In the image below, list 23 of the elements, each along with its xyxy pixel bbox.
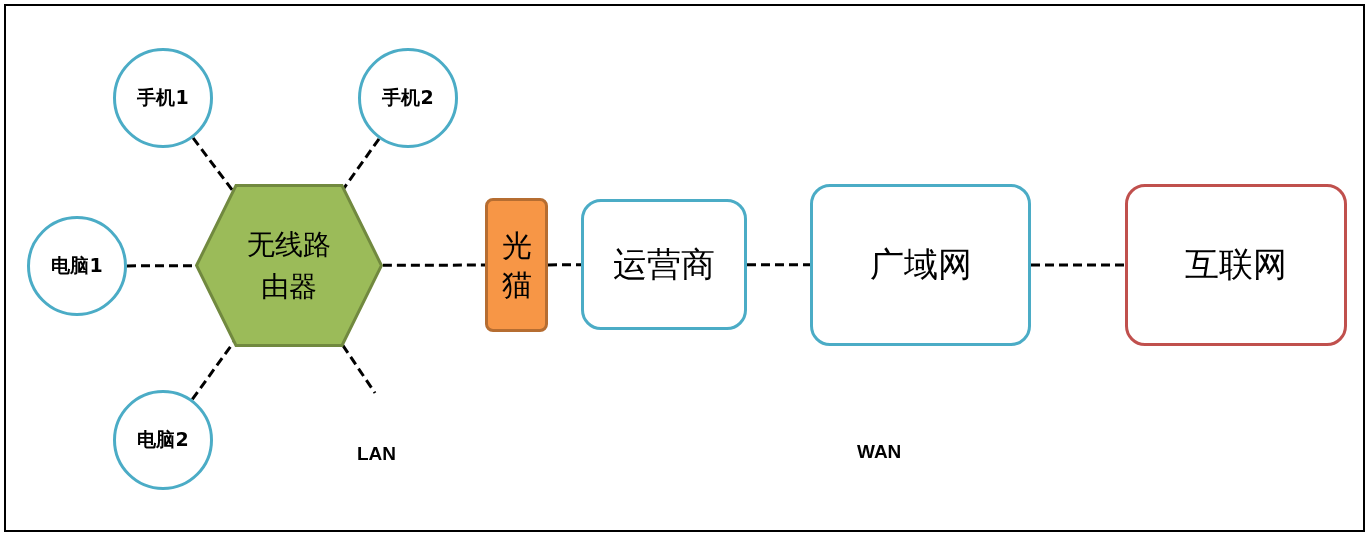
dashed-connector xyxy=(341,344,377,394)
node-label: 无线路由器 xyxy=(246,226,332,305)
network-box xyxy=(581,199,747,330)
dashed-connector xyxy=(342,137,381,189)
network-zone-label: WAN xyxy=(857,441,902,463)
node-label: 手机2 xyxy=(382,85,434,110)
node-label: 手机1 xyxy=(137,85,189,110)
node-label: 运营商 xyxy=(613,242,715,286)
network-box xyxy=(810,184,1031,346)
dashed-connector xyxy=(191,137,234,192)
node-label: 电脑1 xyxy=(51,253,103,278)
dashed-connector xyxy=(747,263,810,267)
router-hexagon xyxy=(195,184,383,347)
node-label: 光猫 xyxy=(501,227,532,304)
dashed-connector xyxy=(1031,263,1125,267)
node-label: 电脑2 xyxy=(137,427,189,452)
network-box xyxy=(1125,184,1347,346)
modem-box xyxy=(485,198,548,332)
node-label: 互联网 xyxy=(1185,243,1287,286)
dashed-connector xyxy=(382,263,485,267)
dashed-connector xyxy=(548,263,581,267)
node-label: 广域网 xyxy=(869,243,972,286)
network-zone-label: LAN xyxy=(357,443,397,465)
